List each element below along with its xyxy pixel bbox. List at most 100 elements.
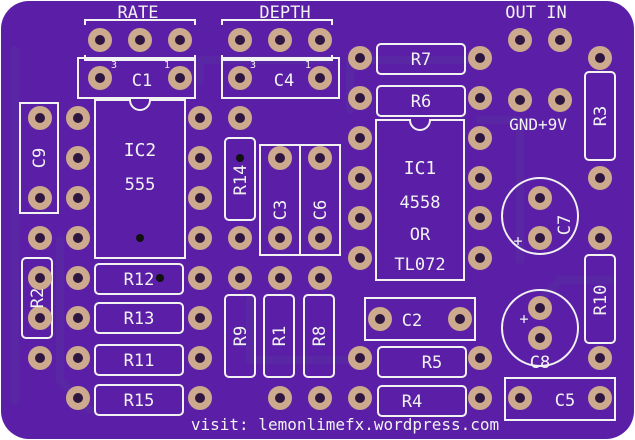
pad-drill-hole bbox=[595, 173, 605, 183]
r11-label: R11 bbox=[124, 351, 155, 371]
pad-drill-hole bbox=[595, 393, 605, 403]
pad-drill-hole bbox=[455, 314, 465, 324]
rate-pin1-label: 1 bbox=[164, 60, 170, 71]
pad-drill-hole bbox=[375, 314, 385, 324]
ic1-or-label: OR bbox=[410, 225, 431, 245]
r8-label: R8 bbox=[310, 326, 330, 346]
pad-drill-hole bbox=[475, 133, 485, 143]
pad-drill-hole bbox=[235, 35, 245, 45]
r12-label: R12 bbox=[124, 270, 155, 290]
pad-drill-hole bbox=[235, 233, 245, 243]
rate-pin3-label: 3 bbox=[111, 60, 117, 71]
pad-drill-hole bbox=[515, 393, 525, 403]
pad-drill-hole bbox=[95, 73, 105, 83]
pad-drill-hole bbox=[355, 93, 365, 103]
pad-drill-hole bbox=[35, 313, 45, 323]
ic2-ref-label: IC2 bbox=[124, 140, 157, 161]
pad-drill-hole bbox=[73, 113, 83, 123]
pad-drill-hole bbox=[315, 393, 325, 403]
pad-drill-hole bbox=[195, 153, 205, 163]
pad-drill-hole bbox=[95, 35, 105, 45]
pad-drill-hole bbox=[355, 133, 365, 143]
via-dot bbox=[236, 154, 244, 162]
pad-drill-hole bbox=[175, 35, 185, 45]
pad-drill-hole bbox=[35, 113, 45, 123]
depth-label: DEPTH bbox=[259, 3, 310, 23]
pad-drill-hole bbox=[535, 193, 545, 203]
pad-drill-hole bbox=[535, 233, 545, 243]
r10-label: R10 bbox=[591, 285, 611, 316]
pad-drill-hole bbox=[195, 353, 205, 363]
pad-drill-hole bbox=[73, 273, 83, 283]
r2-label: R2 bbox=[28, 288, 48, 308]
pad-drill-hole bbox=[235, 273, 245, 283]
silkscreen bbox=[19, 19, 616, 421]
c8-label: C8 bbox=[530, 353, 550, 373]
via-dot bbox=[156, 274, 164, 282]
ic1-part-label: 4558 bbox=[400, 193, 441, 213]
pad-drill-hole bbox=[73, 193, 83, 203]
r13-label: R13 bbox=[124, 309, 155, 329]
pad-drill-hole bbox=[315, 73, 325, 83]
pad-drill-hole bbox=[315, 273, 325, 283]
pad-drill-hole bbox=[355, 173, 365, 183]
pad-drill-hole bbox=[595, 353, 605, 363]
depth-pin1-label: 1 bbox=[305, 60, 311, 71]
pad-drill-hole bbox=[73, 393, 83, 403]
pad-drill-hole bbox=[475, 393, 485, 403]
rate-label: RATE bbox=[118, 3, 159, 23]
pad-drill-hole bbox=[135, 35, 145, 45]
pad-drill-hole bbox=[35, 193, 45, 203]
pad-drill-hole bbox=[195, 313, 205, 323]
r9-label: R9 bbox=[231, 326, 251, 346]
pad-drill-hole bbox=[595, 233, 605, 243]
pad-drill-hole bbox=[595, 53, 605, 63]
r1-label: R1 bbox=[270, 326, 290, 346]
c2-label: C2 bbox=[402, 311, 422, 331]
depth-pin3-label: 3 bbox=[250, 60, 256, 71]
pad-drill-hole bbox=[475, 213, 485, 223]
pad-drill-hole bbox=[275, 153, 285, 163]
pad-drill-hole bbox=[73, 153, 83, 163]
pad-drill-hole bbox=[35, 353, 45, 363]
gnd-9v-label: GND+9V bbox=[509, 115, 567, 134]
pad-drill-hole bbox=[535, 303, 545, 313]
ic2-part-label: 555 bbox=[125, 175, 156, 195]
pad-drill-hole bbox=[175, 73, 185, 83]
pad-drill-hole bbox=[315, 153, 325, 163]
c5-label: C5 bbox=[555, 391, 575, 411]
pad-drill-hole bbox=[475, 53, 485, 63]
pad-drill-hole bbox=[195, 273, 205, 283]
pad-drill-hole bbox=[275, 273, 285, 283]
r4-label: R4 bbox=[402, 392, 422, 412]
ic1-ref-label: IC1 bbox=[404, 158, 437, 179]
r3-label: R3 bbox=[591, 106, 611, 126]
r6-label: R6 bbox=[411, 92, 431, 112]
c7-label: C7 bbox=[555, 215, 575, 235]
pad-drill-hole bbox=[35, 273, 45, 283]
pad-drill-hole bbox=[475, 93, 485, 103]
pad-drill-hole bbox=[235, 113, 245, 123]
pad-drill-hole bbox=[73, 313, 83, 323]
pad-drill-hole bbox=[275, 233, 285, 243]
c8-plus-label: + bbox=[519, 310, 528, 328]
pad-drill-hole bbox=[355, 213, 365, 223]
r15-label: R15 bbox=[124, 391, 155, 411]
solder-pads bbox=[28, 28, 612, 410]
out-in-label: OUT IN bbox=[505, 3, 566, 23]
r7-label: R7 bbox=[411, 50, 431, 70]
pad-drill-hole bbox=[195, 393, 205, 403]
pad-drill-hole bbox=[195, 113, 205, 123]
footer-url: visit: lemonlimefx.wordpress.com bbox=[191, 415, 499, 434]
pad-drill-hole bbox=[355, 53, 365, 63]
pad-drill-hole bbox=[73, 353, 83, 363]
pad-drill-hole bbox=[275, 393, 285, 403]
pad-drill-hole bbox=[555, 35, 565, 45]
c6-label: C6 bbox=[311, 200, 331, 220]
pad-drill-hole bbox=[515, 35, 525, 45]
pad-drill-hole bbox=[195, 193, 205, 203]
c3-label: C3 bbox=[271, 200, 291, 220]
pad-drill-hole bbox=[315, 35, 325, 45]
